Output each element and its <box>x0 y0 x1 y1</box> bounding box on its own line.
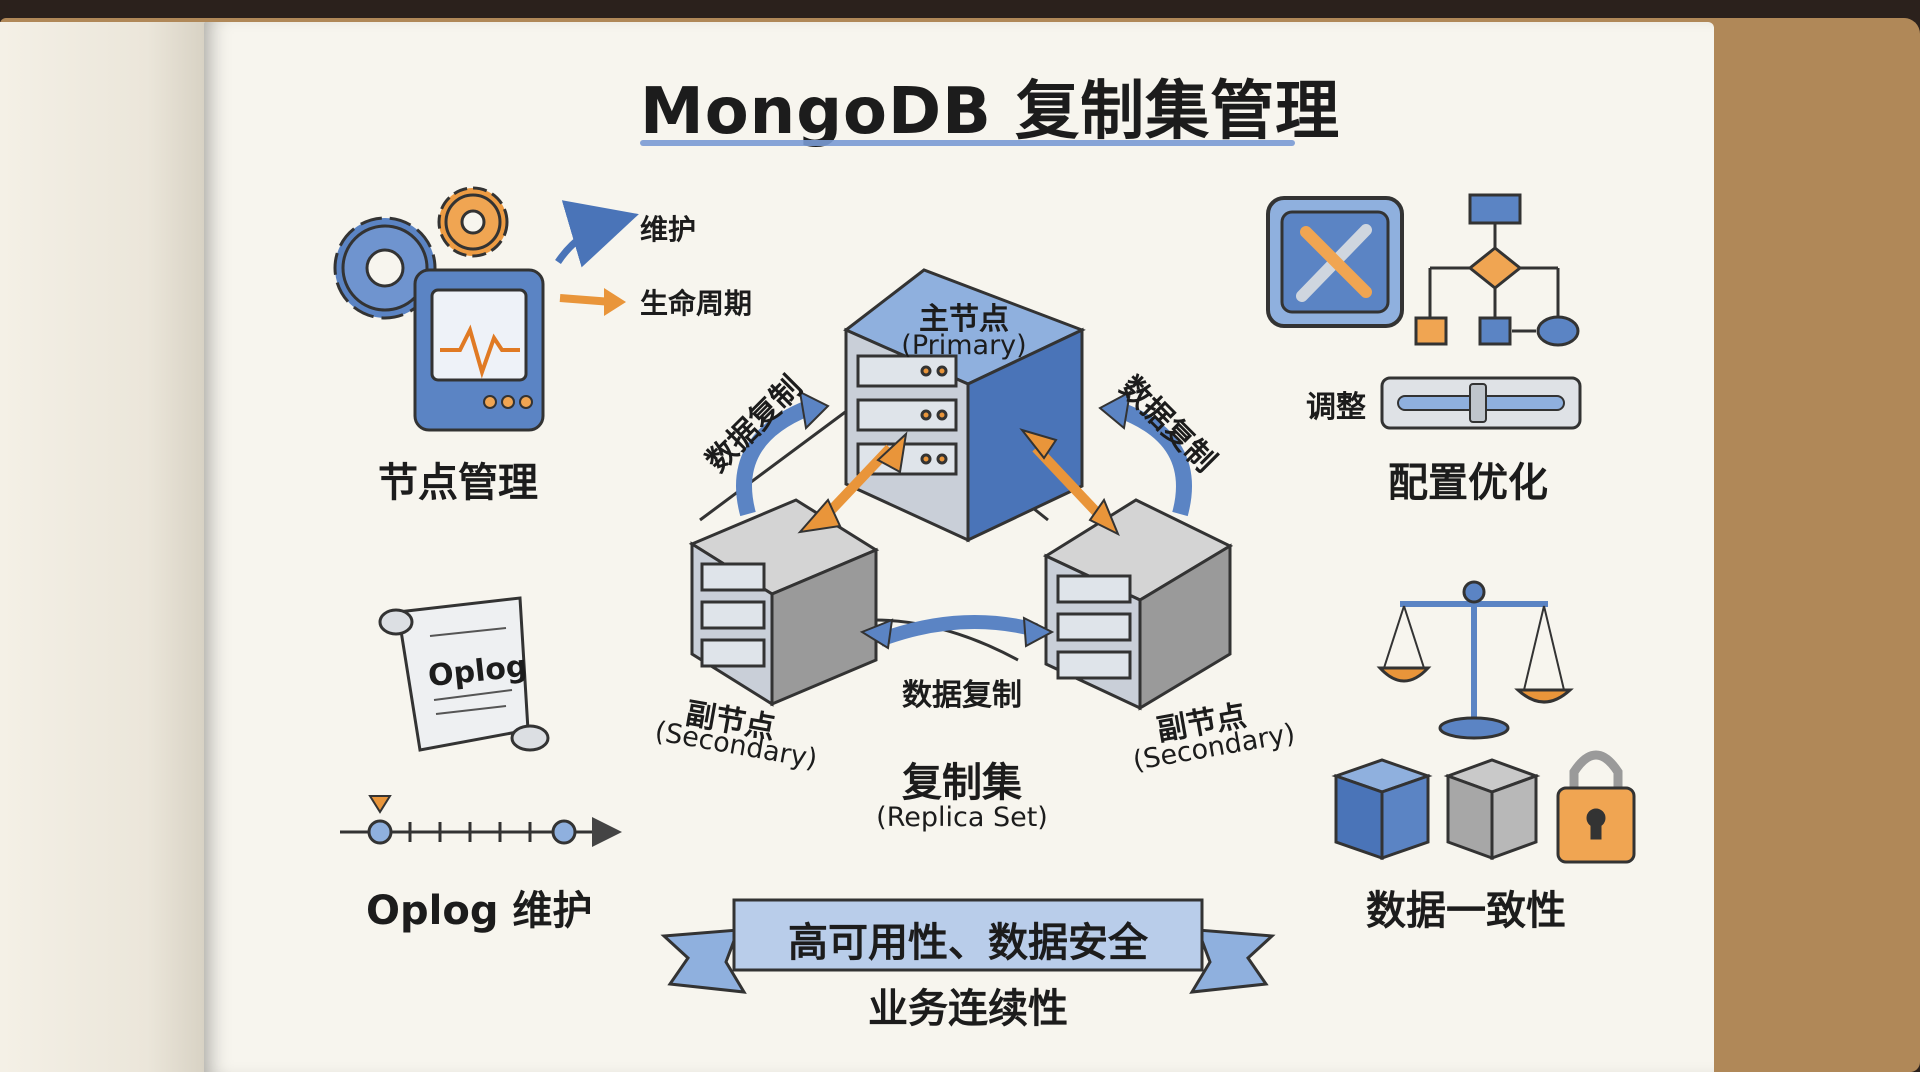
cube-icon <box>1331 758 1433 861</box>
balance-scale-icon <box>1376 580 1574 740</box>
slider-icon <box>1380 376 1582 430</box>
arrow-icon <box>797 428 1120 537</box>
cube-icon <box>1443 758 1541 861</box>
arrow-icon <box>736 400 812 517</box>
node-management-label: 节点管理 <box>378 460 538 506</box>
arrow-icon <box>1117 402 1192 517</box>
arrow-icon <box>877 615 1038 647</box>
title-underline <box>640 140 1295 146</box>
config-optimization-label: 配置优化 <box>1388 460 1548 506</box>
page-title: MongoDB 复制集管理 <box>640 75 1341 149</box>
primary-node-label: 主节点 <box>919 302 1009 337</box>
arrow-icon <box>559 294 613 306</box>
wrench-icon <box>1266 196 1404 328</box>
data-consistency-label: 数据一致性 <box>1366 888 1566 934</box>
padlock-icon <box>1556 750 1636 864</box>
left-page <box>0 22 210 1072</box>
arrow-icon <box>555 200 639 268</box>
gear-icon <box>437 186 509 258</box>
node-item-lifecycle: 生命周期 <box>640 287 753 320</box>
heartbeat-icon <box>440 324 520 379</box>
scroll-icon <box>378 596 550 752</box>
node-item-maintenance: 维护 <box>640 213 697 246</box>
replica-set-label: 复制集 <box>902 760 1022 806</box>
banner-line-2: 业务连续性 <box>868 986 1068 1032</box>
primary-node-sublabel: (Primary) <box>901 330 1027 361</box>
timeline-icon <box>340 795 622 847</box>
server-icon <box>1042 498 1234 711</box>
monitor-icon <box>413 268 545 432</box>
tune-label: 调整 <box>1306 390 1366 425</box>
flowchart-icon <box>1414 193 1580 347</box>
replica-set-sublabel: (Replica Set) <box>876 802 1048 833</box>
replication-label-bottom: 数据复制 <box>902 678 1022 713</box>
banner-line-1: 高可用性、数据安全 <box>788 920 1148 966</box>
oplog-maintenance-label: Oplog 维护 <box>366 888 593 934</box>
server-icon <box>688 498 880 707</box>
ribbon-banner-icon <box>660 898 1276 994</box>
gear-icon <box>333 216 437 320</box>
